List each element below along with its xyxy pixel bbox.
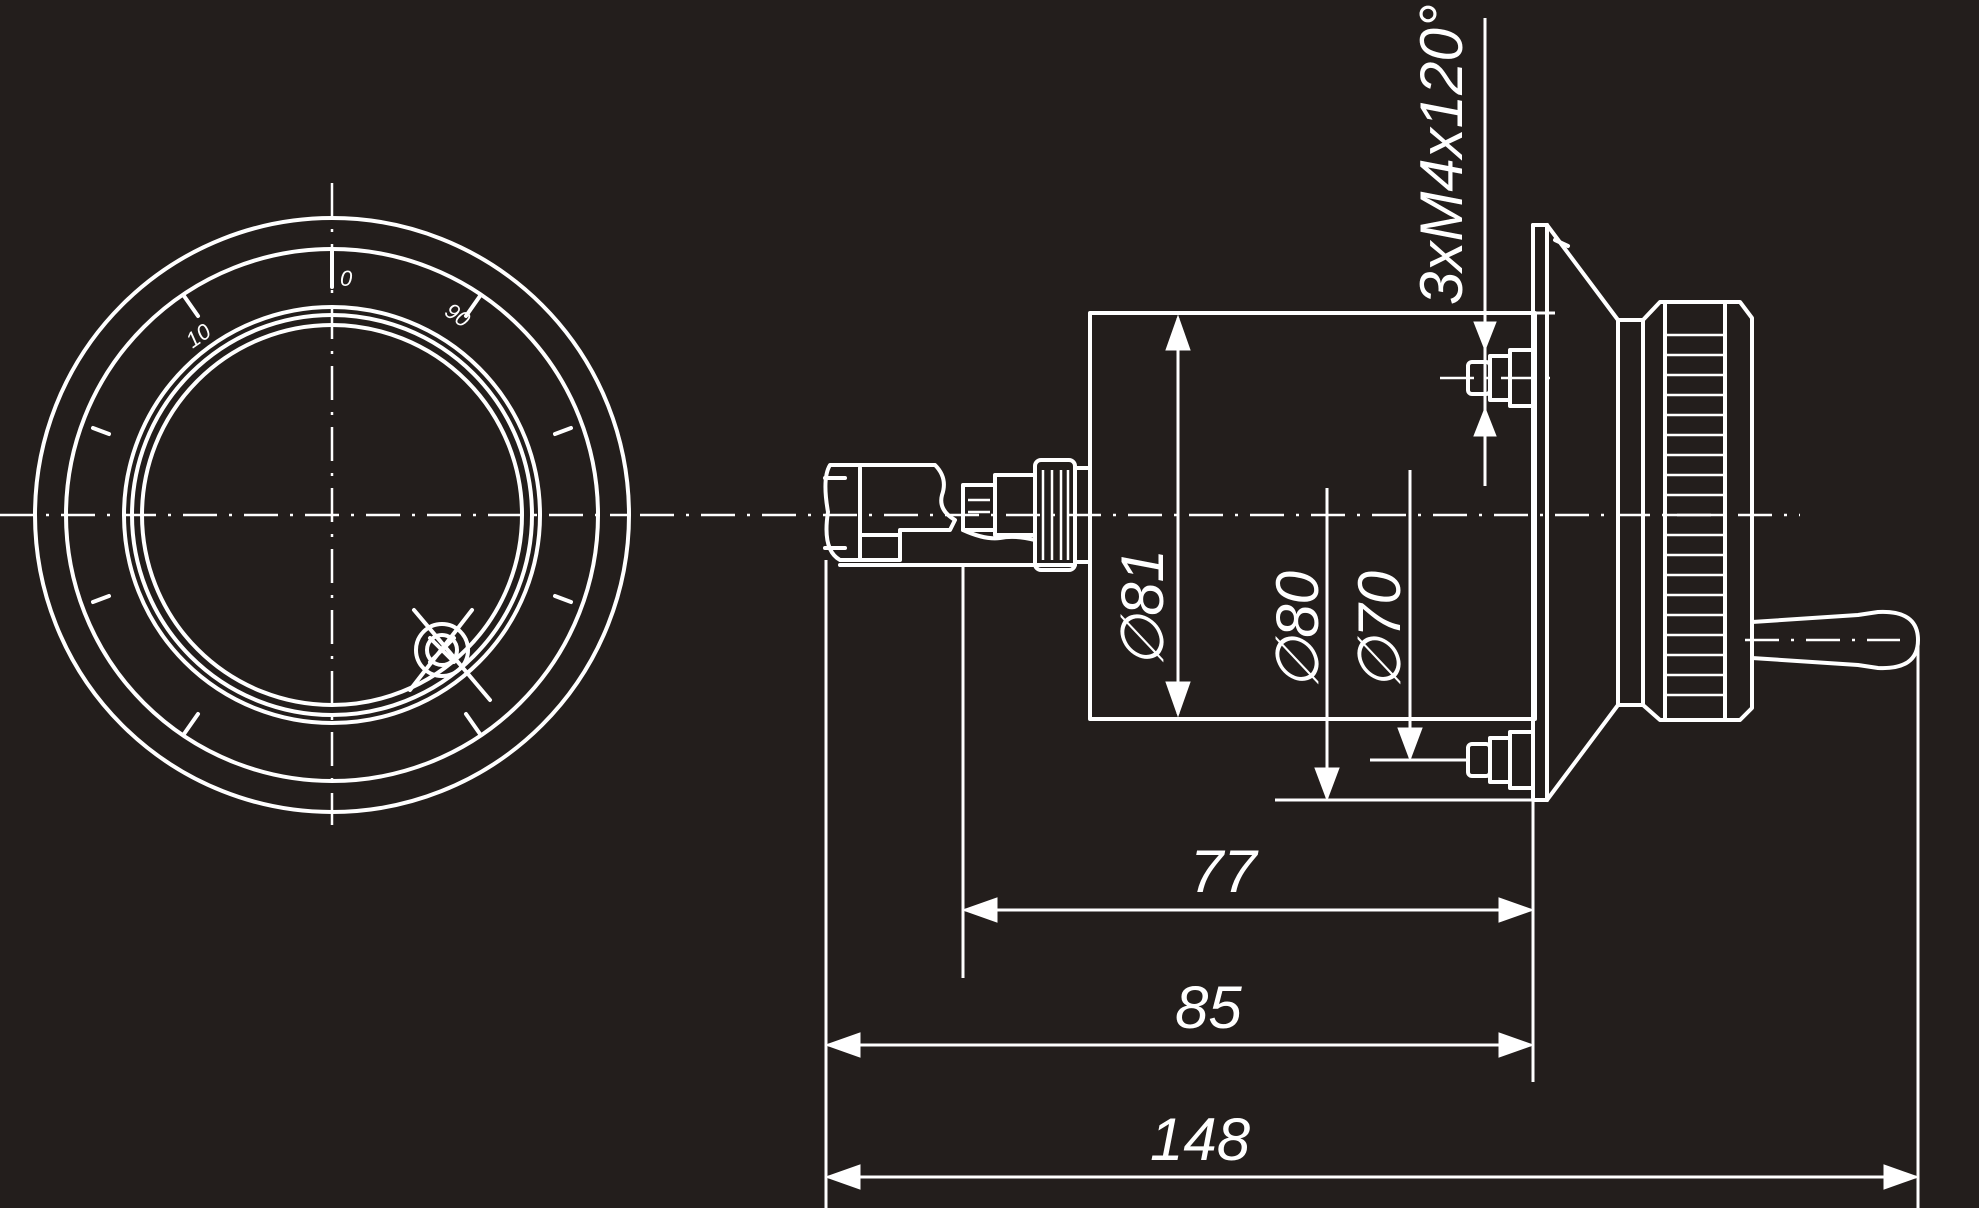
label-77: 77: [1190, 838, 1259, 905]
label-85: 85: [1175, 974, 1242, 1041]
label-d70: ∅70: [1346, 571, 1413, 690]
side-view: ∅81 ∅80 ∅70 3xM4x120° 77 85 148: [640, 4, 1920, 1208]
scale-label-0: 0: [340, 266, 353, 291]
knurl-lines: [1665, 333, 1725, 697]
mounting-screw-top: [1466, 348, 1535, 408]
scale-ticks: [91, 247, 573, 736]
knob-inner-ring: [140, 323, 524, 707]
front-view: 0 10 90: [0, 183, 631, 825]
label-148: 148: [1150, 1106, 1251, 1173]
label-d81: ∅81: [1109, 549, 1176, 668]
scale-label-90: 90: [440, 298, 475, 333]
scale-ring-inner: [122, 305, 542, 725]
conical-dial: [1545, 223, 1620, 802]
label-thread: 3xM4x120°: [1408, 4, 1475, 305]
connector: [823, 458, 1092, 572]
outer-ring: [33, 216, 631, 814]
collar: [1616, 318, 1645, 707]
crank-handle-front: [408, 608, 492, 702]
knob-ring: [130, 313, 534, 717]
knurled-knob: [1641, 300, 1754, 722]
mounting-screw-bottom: [1466, 730, 1535, 790]
label-d80: ∅80: [1264, 571, 1331, 690]
